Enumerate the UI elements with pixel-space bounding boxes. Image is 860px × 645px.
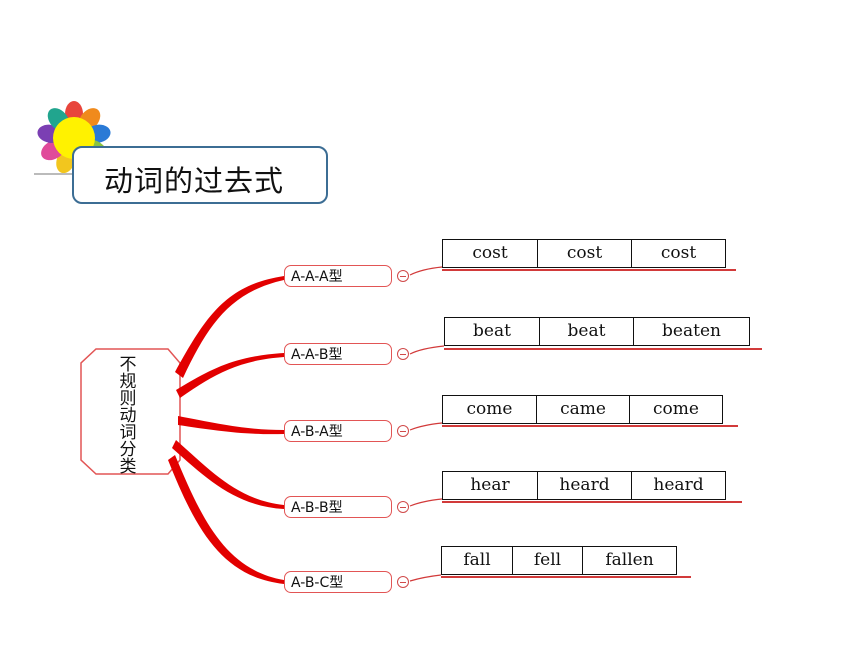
table-connector-2 (409, 345, 445, 355)
branch-label-abb[interactable]: A-B-B型 (284, 496, 392, 518)
word-cell: cost (631, 240, 725, 267)
branch-label-aba[interactable]: A-B-A型 (284, 420, 392, 442)
root-char: 分 (119, 440, 137, 460)
table-connector-3 (409, 422, 443, 431)
branch-label-abc[interactable]: A-B-C型 (284, 571, 392, 593)
table-connector-4 (409, 498, 443, 507)
word-cell: come (466, 399, 513, 419)
word-cell: fall (463, 550, 491, 570)
word-table-abb: hear heard heard (442, 471, 726, 500)
word-cell: fallen (582, 547, 676, 574)
word-underline (444, 348, 762, 350)
word-cell: beat (473, 321, 511, 341)
word-cell: beaten (633, 318, 749, 345)
table-connector-5 (409, 574, 442, 582)
branch-connector-2 (176, 353, 284, 398)
word-cell: cost (472, 243, 508, 263)
root-char: 则 (119, 389, 137, 409)
branch-connector-3 (178, 416, 284, 435)
word-cell: heard (631, 472, 725, 499)
word-underline (441, 576, 691, 578)
word-underline (442, 501, 742, 503)
page-title: 动词的过去式 (104, 164, 285, 198)
collapse-toggle-icon[interactable] (397, 348, 409, 360)
word-cell: beat (539, 318, 633, 345)
root-char: 动 (119, 406, 137, 426)
word-underline (442, 269, 736, 271)
word-cell: heard (537, 472, 631, 499)
root-char: 规 (119, 372, 137, 392)
title-box (72, 146, 328, 204)
branch-label-aaa[interactable]: A-A-A型 (284, 265, 392, 287)
word-table-aab: beat beat beaten (444, 317, 750, 346)
word-cell: fell (512, 547, 582, 574)
branch-label-aab[interactable]: A-A-B型 (284, 343, 392, 365)
branch-connector-4 (172, 440, 284, 509)
collapse-toggle-icon[interactable] (397, 270, 409, 282)
collapse-toggle-icon[interactable] (397, 501, 409, 513)
word-cell: came (536, 396, 629, 423)
word-table-abc: fall fell fallen (441, 546, 677, 575)
root-char: 不 (119, 355, 137, 375)
word-table-aba: come came come (442, 395, 723, 424)
word-cell: come (629, 396, 722, 423)
root-char: 类 (119, 457, 137, 477)
word-table-aaa: cost cost cost (442, 239, 726, 268)
root-char: 词 (119, 423, 137, 443)
root-node: 不 规 则 动 词 分 类 (113, 357, 143, 476)
collapse-toggle-icon[interactable] (397, 576, 409, 588)
collapse-toggle-icon[interactable] (397, 425, 409, 437)
word-cell: hear (470, 475, 510, 495)
word-cell: cost (537, 240, 631, 267)
table-connector-1 (409, 266, 443, 276)
word-underline (442, 425, 738, 427)
branch-connector-1 (175, 276, 284, 378)
branch-connector-5 (168, 455, 284, 584)
root-node-shape (80, 348, 181, 475)
